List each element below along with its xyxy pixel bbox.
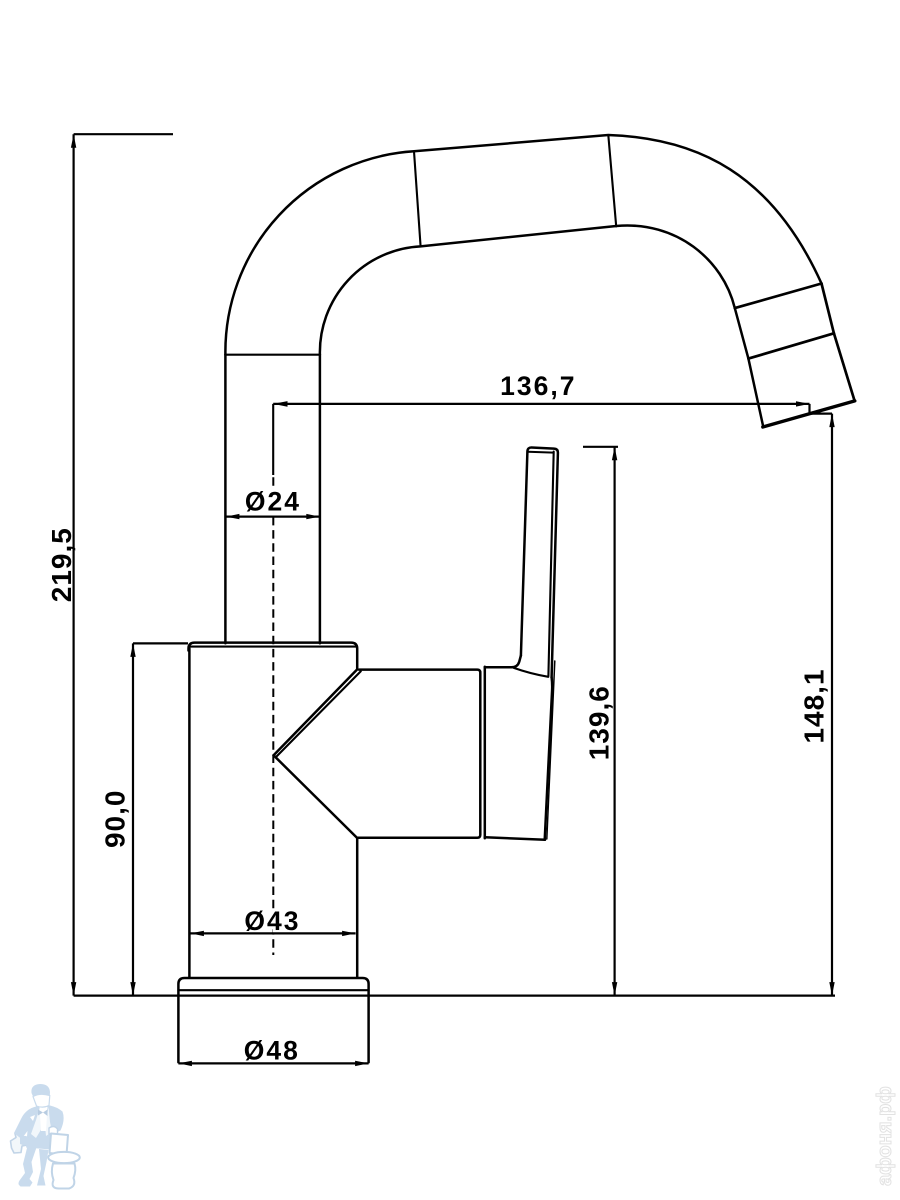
svg-text:Ø48: Ø48 — [244, 1036, 300, 1066]
svg-text:Ø24: Ø24 — [245, 487, 301, 517]
svg-text:90,0: 90,0 — [100, 790, 131, 849]
svg-text:219,5: 219,5 — [46, 527, 77, 602]
svg-text:136,7: 136,7 — [500, 371, 576, 401]
svg-text:148,1: 148,1 — [799, 668, 830, 743]
svg-text:139,6: 139,6 — [584, 685, 615, 760]
svg-text:афоня.рф: афоня.рф — [874, 1086, 896, 1186]
svg-text:Ø43: Ø43 — [244, 906, 300, 936]
